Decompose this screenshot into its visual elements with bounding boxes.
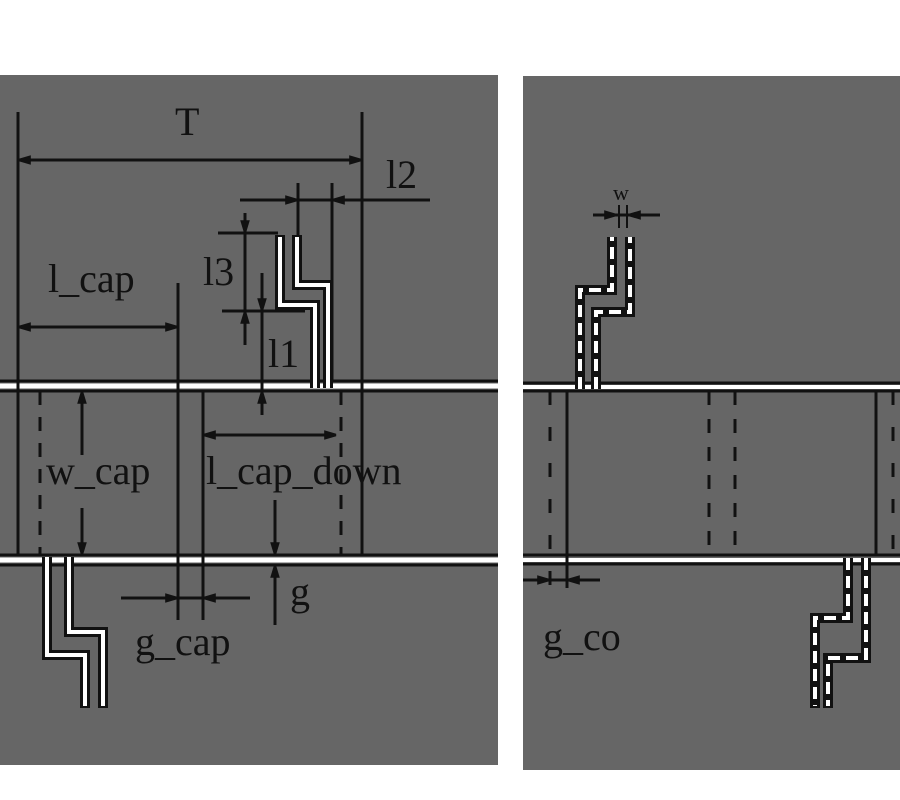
label-l-cap: l_cap [48, 256, 135, 301]
construction-lines-right [548, 391, 895, 588]
bottom-strip-edge-right [523, 553, 900, 566]
top-meander-stub [275, 235, 333, 388]
label-g: g [290, 569, 310, 614]
label-w-cap: w_cap [46, 448, 150, 493]
top-dashed-meander [575, 237, 635, 389]
label-w: w [613, 180, 629, 205]
top-strip-edge [0, 379, 498, 393]
label-l-cap-down: l_cap_down [206, 448, 402, 493]
label-t: T [175, 99, 199, 144]
bottom-meander-stub [42, 557, 108, 708]
top-strip-edge-right [523, 381, 900, 393]
bottom-dashed-meander [810, 558, 871, 708]
left-panel: T l2 l3 l1 l_cap w_cap [0, 75, 498, 765]
left-panel-background [0, 75, 498, 765]
label-g-cap: g_cap [135, 619, 231, 664]
bottom-strip-edge [0, 553, 498, 567]
label-l2: l2 [386, 152, 417, 197]
right-panel: w g_co [523, 76, 900, 770]
label-g-co: g_co [543, 614, 621, 659]
label-l1: l1 [268, 331, 299, 376]
right-panel-background [523, 76, 900, 770]
label-l3: l3 [203, 249, 234, 294]
